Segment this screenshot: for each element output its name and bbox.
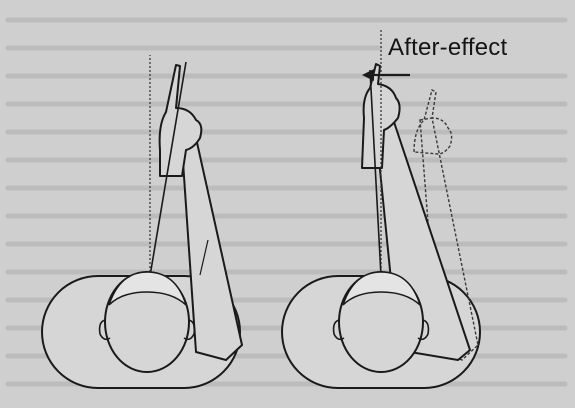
after-effect-arrow [362, 69, 410, 81]
right-figure [282, 30, 480, 388]
after-effect-label: After-effect [388, 34, 507, 62]
